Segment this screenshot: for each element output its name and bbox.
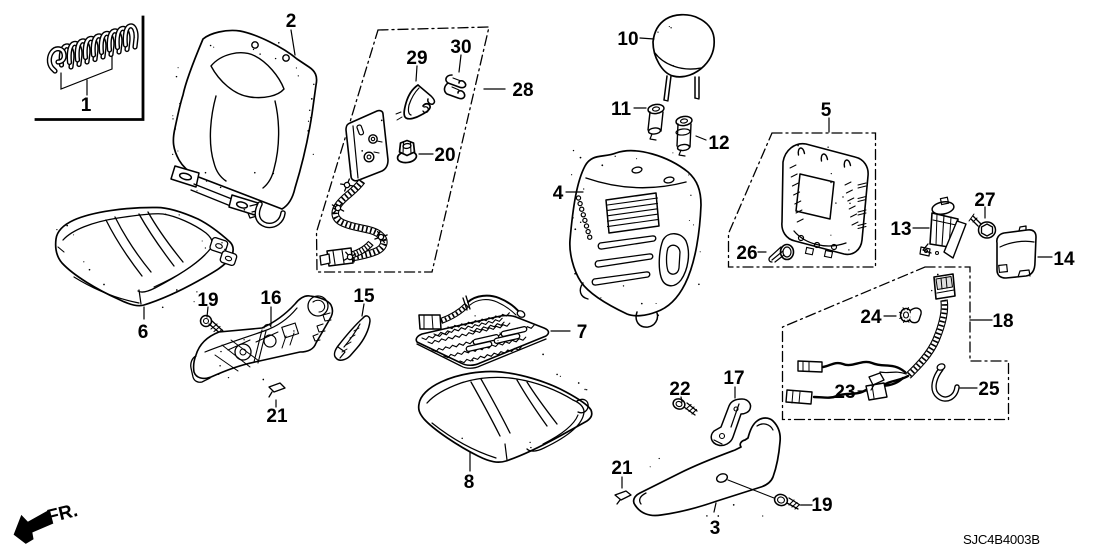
svg-text:23: 23 xyxy=(834,382,855,403)
svg-text:18: 18 xyxy=(992,311,1013,332)
svg-text:22: 22 xyxy=(669,379,690,400)
svg-text:6: 6 xyxy=(138,322,149,343)
svg-text:8: 8 xyxy=(464,472,475,493)
svg-text:7: 7 xyxy=(577,322,588,343)
svg-text:16: 16 xyxy=(260,288,281,309)
svg-text:3: 3 xyxy=(710,518,721,539)
svg-text:26: 26 xyxy=(736,243,757,264)
svg-text:19: 19 xyxy=(811,495,832,516)
svg-text:10: 10 xyxy=(617,29,638,50)
svg-text:SJC4B4003B: SJC4B4003B xyxy=(963,532,1040,547)
svg-text:13: 13 xyxy=(890,219,911,240)
svg-text:20: 20 xyxy=(434,145,455,166)
svg-text:4: 4 xyxy=(553,183,564,204)
svg-text:24: 24 xyxy=(860,307,882,328)
svg-text:2: 2 xyxy=(286,11,297,32)
svg-text:17: 17 xyxy=(723,368,744,389)
svg-text:1: 1 xyxy=(81,95,92,116)
svg-text:5: 5 xyxy=(821,100,832,121)
svg-text:14: 14 xyxy=(1053,249,1075,270)
svg-text:27: 27 xyxy=(974,190,995,211)
svg-text:19: 19 xyxy=(197,290,218,311)
svg-text:21: 21 xyxy=(611,458,633,479)
svg-text:21: 21 xyxy=(266,406,288,427)
svg-text:28: 28 xyxy=(512,80,533,101)
svg-text:12: 12 xyxy=(708,133,729,154)
svg-text:29: 29 xyxy=(406,48,427,69)
svg-text:25: 25 xyxy=(978,379,1000,400)
svg-text:15: 15 xyxy=(353,286,375,307)
svg-text:30: 30 xyxy=(450,37,471,58)
svg-text:11: 11 xyxy=(611,99,632,120)
